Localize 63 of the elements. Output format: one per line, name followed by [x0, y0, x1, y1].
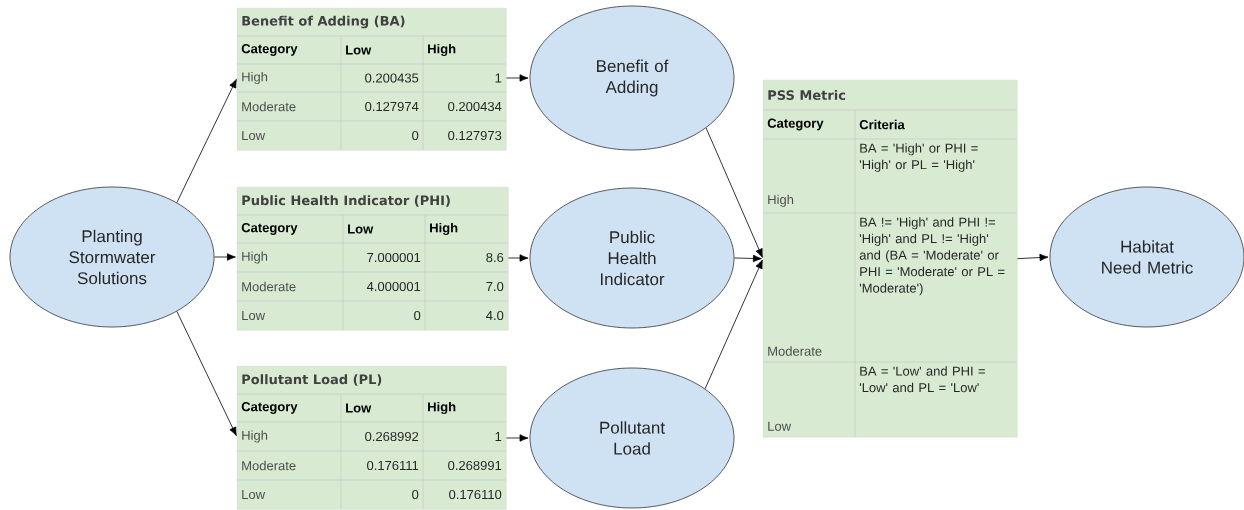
column-header: Low	[346, 403, 372, 413]
value-text: 0	[412, 130, 419, 141]
arrow	[214, 253, 236, 261]
arrow	[506, 74, 529, 82]
value-text: 4.000001	[366, 281, 421, 292]
column-header: Low	[348, 224, 374, 234]
value-text: 0.127973	[448, 130, 502, 141]
arrow	[508, 254, 529, 262]
arrow	[506, 434, 529, 442]
table-title: PSS Metric	[768, 89, 846, 101]
category-label: Moderate	[242, 101, 296, 112]
table-title: Pollutant Load (PL)	[242, 374, 382, 386]
value-text: 1	[495, 73, 502, 83]
column-header: High	[428, 401, 456, 415]
column-header: Category	[767, 118, 824, 131]
value-text: 0	[412, 489, 419, 500]
arrow	[176, 79, 237, 203]
ellipse-node: Habitat Need Metric	[1049, 186, 1244, 328]
value-text: 0	[414, 310, 421, 321]
value-text: 1	[495, 432, 502, 441]
arrow	[1017, 253, 1049, 262]
ellipse-node: Public Health Indicator	[529, 187, 735, 329]
value-text: 0.268992	[365, 431, 419, 442]
category-label: Low	[242, 489, 266, 499]
category-label: Low	[242, 310, 266, 321]
category-label: Moderate	[242, 460, 296, 471]
value-text: 0.200435	[365, 73, 419, 83]
column-header: High	[430, 222, 458, 236]
column-header: Category	[241, 402, 298, 414]
category-label: Low	[768, 421, 792, 431]
category-label: Moderate	[768, 346, 822, 356]
ellipse-node: Pollutant Load	[529, 367, 735, 509]
column-header: Low	[346, 45, 372, 55]
arrow	[176, 311, 237, 436]
criteria-text: BA = 'High' or PHI = 'High' or PL = 'High'	[859, 143, 978, 172]
column-header: Criteria	[859, 119, 905, 130]
category-label: High	[242, 71, 268, 85]
value-text: 0.176110	[449, 489, 502, 500]
ellipse-node: Planting Stormwater Solutions	[9, 186, 215, 328]
value-text: 0.268991	[448, 460, 502, 471]
arrow	[704, 259, 763, 390]
table-title: Benefit of Adding (BA)	[242, 15, 405, 29]
value-text: 7.0	[486, 281, 504, 292]
ellipse-node: Benefit of Adding	[529, 5, 735, 151]
criteria-text: BA = 'Low' and PHI = 'Low' and PL = 'Low'	[859, 366, 985, 393]
value-text: 0.200434	[448, 101, 502, 112]
category-label: Moderate	[242, 281, 296, 292]
value-text: 7.000001	[367, 252, 421, 263]
table-title: Public Health Indicator (PHI)	[242, 195, 450, 207]
category-label: High	[242, 430, 268, 443]
criteria-text: BA != 'High' and PHI != 'High' and PL != 'High' and (BA = 'Moderate' or PHI = 'Moderate' or PL = 'Moderate')	[859, 217, 1005, 296]
category-label: High	[242, 251, 268, 264]
category-label: Low	[242, 130, 266, 141]
value-text: 0.127974	[365, 101, 419, 112]
value-text: 4.0	[486, 310, 504, 321]
column-header: Category	[241, 223, 298, 235]
column-header: Category	[241, 44, 298, 56]
column-header: High	[428, 43, 456, 57]
arrow	[734, 254, 762, 263]
value-text: 0.176111	[367, 460, 419, 471]
category-label: High	[768, 194, 794, 207]
value-text: 8.6	[486, 252, 504, 263]
arrow	[705, 127, 763, 258]
